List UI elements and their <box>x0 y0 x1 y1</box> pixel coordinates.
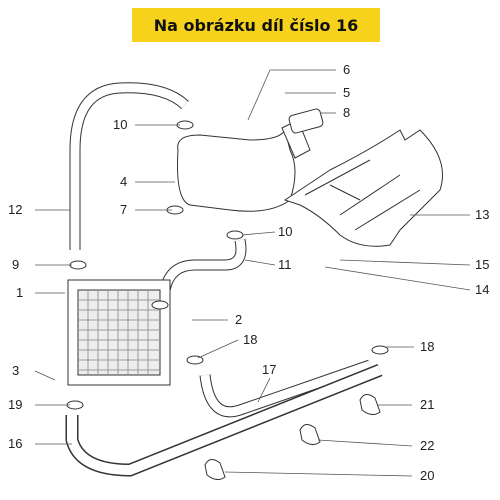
hose-11 <box>155 238 247 303</box>
callout-21: 21 <box>420 397 434 412</box>
callout-7: 7 <box>120 202 127 217</box>
callout-16: 16 <box>8 436 22 451</box>
clips-21-22-20 <box>204 394 381 481</box>
callout-19: 19 <box>8 397 22 412</box>
callout-5: 5 <box>343 85 350 100</box>
title-text: Na obrázku díl číslo 16 <box>153 15 359 35</box>
callout-10b: 10 <box>278 224 292 239</box>
callout-20: 20 <box>420 468 434 483</box>
callout-4: 4 <box>120 174 127 189</box>
callout-11: 11 <box>278 257 292 272</box>
callout-14: 14 <box>475 282 489 297</box>
radiator-cover <box>283 129 443 247</box>
callout-18a: 18 <box>243 332 257 347</box>
callout-13: 13 <box>475 207 489 222</box>
hose-16 <box>65 363 383 477</box>
hose-12 <box>69 82 189 250</box>
callout-10a: 10 <box>113 117 127 132</box>
callout-2: 2 <box>235 312 242 327</box>
callout-12: 12 <box>8 202 22 217</box>
callout-8: 8 <box>343 105 350 120</box>
callout-18b: 18 <box>420 339 434 354</box>
radiator <box>67 279 171 386</box>
hose-17 <box>199 359 372 418</box>
expansion-tank <box>177 108 324 212</box>
leader-lines <box>34 69 471 477</box>
callout-6: 6 <box>343 62 350 77</box>
callout-9: 9 <box>12 257 19 272</box>
callout-15: 15 <box>475 257 489 272</box>
callout-17: 17 <box>262 362 276 377</box>
callout-labels: 6 5 8 10 4 12 7 10 13 9 11 15 14 1 2 18 … <box>8 62 489 483</box>
callout-22: 22 <box>420 438 434 453</box>
callout-3: 3 <box>12 363 19 378</box>
title-banner: Na obrázku díl číslo 16 <box>132 8 380 42</box>
callout-1: 1 <box>16 285 23 300</box>
